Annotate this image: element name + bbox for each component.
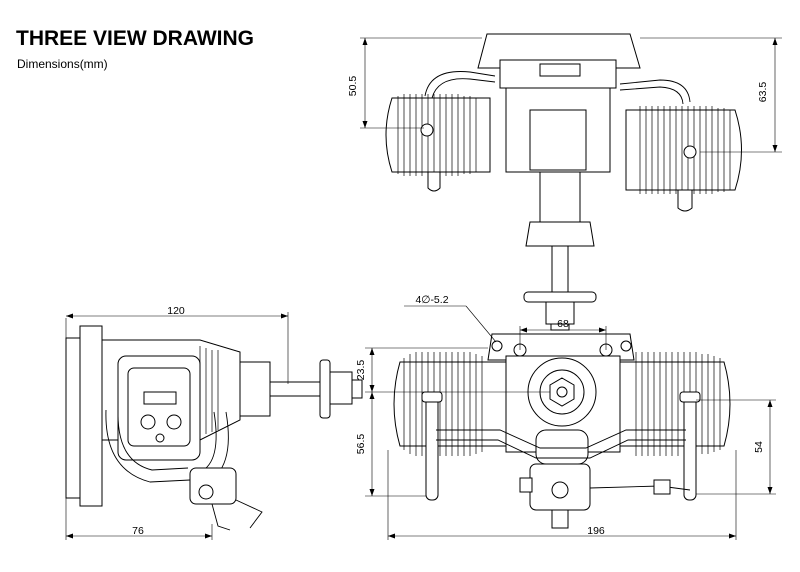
dim-front-bottom-height: 56.5 [355, 434, 367, 455]
dim-side-width: 120 [167, 305, 185, 317]
dim-top-left-height: 50.5 [347, 76, 359, 97]
dim-front-top-height: 23.5 [355, 360, 367, 381]
page-title: THREE VIEW DRAWING [16, 27, 255, 50]
dim-front-right-height: 54 [753, 441, 765, 453]
dim-front-total-width: 196 [587, 525, 605, 537]
dim-front-hole: 4∅-5.2 [415, 294, 448, 306]
dim-side-bottom: 76 [132, 525, 144, 537]
dim-front-mount-width: 68 [557, 318, 569, 330]
dim-top-right-height: 63.5 [757, 82, 769, 103]
page-subtitle: Dimensions(mm) [17, 57, 108, 71]
top-view [360, 33, 782, 331]
front-view [365, 305, 776, 540]
side-view [65, 312, 363, 540]
